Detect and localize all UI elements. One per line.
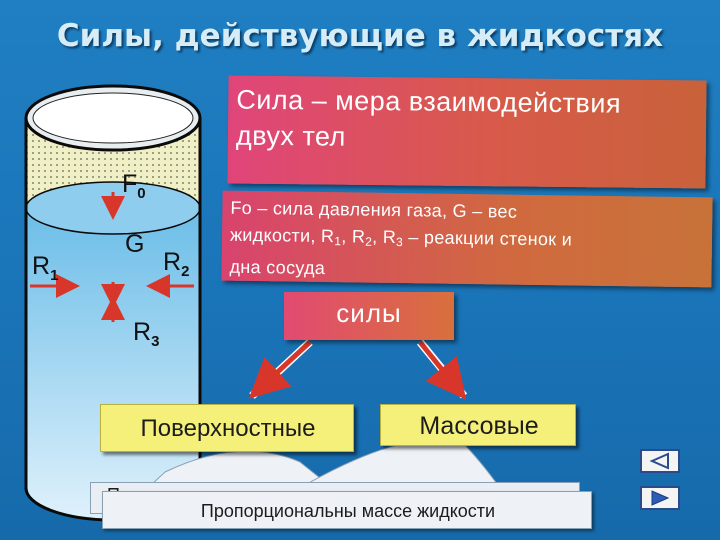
forces-label: силы (336, 298, 402, 328)
surface-forces-box[interactable]: Поверхностные (100, 404, 354, 452)
definition-line-2: двух тел (235, 120, 347, 152)
triangle-left-icon (649, 452, 669, 470)
arrow-to-mass-inner (418, 340, 467, 400)
mass-description-box: Пропорциональны массе жидкости (102, 491, 592, 529)
next-slide-button[interactable] (640, 486, 680, 510)
mass-forces-label: Массовые (419, 412, 539, 440)
legend-box: Fо – сила давления газа, G – вес жидкост… (221, 190, 713, 288)
definition-box: Сила – мера взаимодействия двух тел (227, 75, 707, 189)
forces-box: силы (284, 292, 454, 340)
prev-slide-button[interactable] (640, 449, 680, 473)
definition-line-1: Сила – мера взаимодействия (236, 84, 622, 119)
slide-title: Силы, действующие в жидкостях (56, 18, 664, 54)
label-G: G (125, 230, 145, 258)
mass-description-text: Пропорциональны массе жидкости (200, 501, 496, 521)
mass-forces-box[interactable]: Массовые (380, 404, 576, 446)
definition-text: Сила – мера взаимодействия двух тел (236, 82, 697, 159)
label-R1: R1 (32, 252, 59, 284)
surface-forces-label: Поверхностные (140, 415, 316, 442)
label-F0: F0 (122, 170, 146, 202)
arrow-to-surface-inner (248, 340, 312, 399)
triangle-right-icon (651, 490, 670, 506)
legend-text: Fо – сила давления газа, G – вес жидкост… (229, 195, 706, 288)
label-R3: R3 (133, 318, 160, 350)
label-R2: R2 (163, 248, 190, 280)
